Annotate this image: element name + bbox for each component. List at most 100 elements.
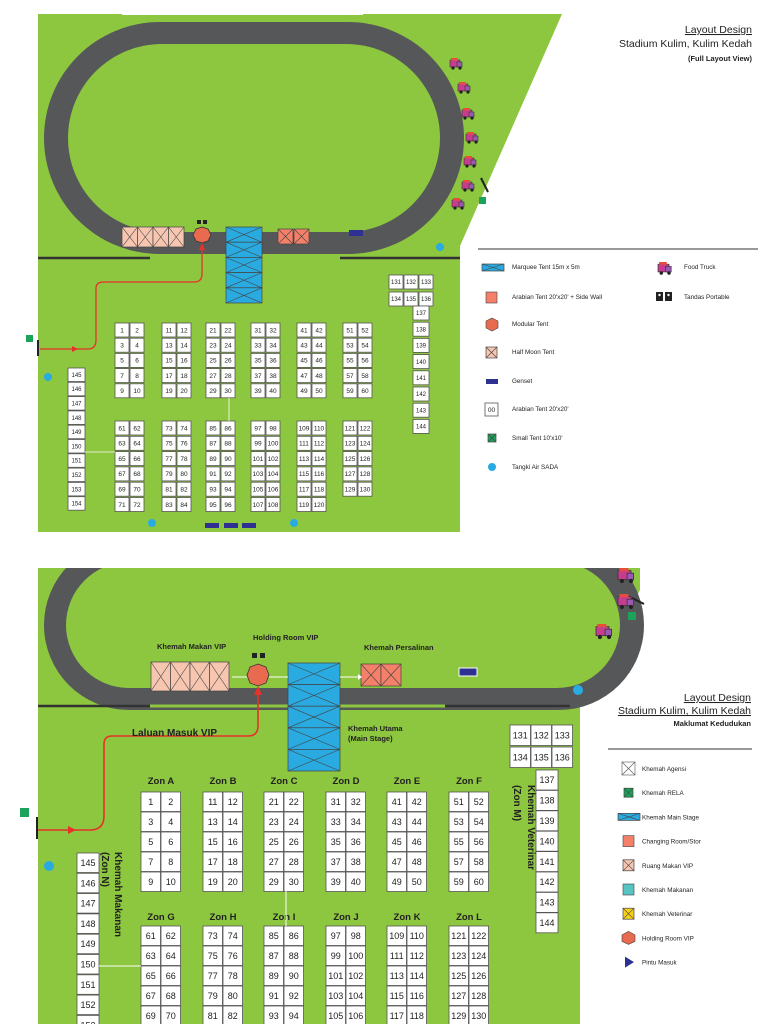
tent-16: 16 (222, 831, 243, 852)
tent-66: 66 (129, 451, 145, 467)
tent-10: 10 (129, 383, 145, 399)
tent-55: 55 (342, 352, 358, 368)
svg-text:140: 140 (416, 360, 427, 366)
tent-116: 116 (311, 466, 327, 482)
changing-room-tent (380, 663, 402, 687)
svg-text:57: 57 (454, 857, 464, 867)
tent-112: 112 (311, 435, 327, 451)
tent-24: 24 (220, 337, 236, 353)
svg-text:26: 26 (289, 837, 299, 847)
tent-14: 14 (222, 811, 243, 832)
tent-126: 126 (357, 451, 373, 467)
legend-label: Half Moon Tent (512, 349, 554, 356)
svg-text:31: 31 (254, 327, 262, 334)
tent-124: 124 (357, 435, 373, 451)
svg-text:27: 27 (209, 373, 217, 380)
tent-37: 37 (325, 851, 346, 872)
svg-text:149: 149 (71, 430, 82, 436)
tent-116: 116 (406, 985, 427, 1006)
food-truck-icon (463, 156, 477, 168)
tent-90: 90 (220, 451, 236, 467)
track-infield-top (68, 44, 440, 232)
tent-78: 78 (222, 965, 243, 986)
vip-route-bottom (38, 690, 259, 831)
label-main-stage-2: (Main Stage) (348, 734, 393, 743)
svg-text:99: 99 (331, 951, 341, 961)
holding-room-tent-bottom (246, 663, 270, 687)
svg-text:41: 41 (300, 327, 308, 334)
tent-121: 121 (448, 925, 469, 946)
svg-text:100: 100 (268, 441, 279, 448)
legend-label: Tangki Air SADA (512, 464, 559, 471)
entrance-icon (625, 956, 634, 968)
svg-text:109: 109 (299, 425, 310, 432)
svg-text:15: 15 (208, 837, 218, 847)
tent-28: 28 (283, 851, 304, 872)
top-title-1: Layout Design (685, 24, 752, 36)
svg-text:117: 117 (390, 1011, 404, 1021)
svg-text:146: 146 (71, 387, 82, 393)
tent-2: 2 (160, 791, 181, 812)
svg-text:120: 120 (314, 502, 325, 509)
tent-27: 27 (263, 851, 284, 872)
food-truck-icon (657, 262, 672, 275)
half-moon-tent (168, 226, 185, 248)
tent-50: 50 (311, 383, 327, 399)
toilet-icon-top (197, 220, 201, 224)
tent-130: 130 (468, 1005, 489, 1024)
tent-36: 36 (265, 352, 281, 368)
svg-text:132: 132 (406, 280, 417, 286)
tent-91: 91 (205, 466, 221, 482)
svg-text:133: 133 (555, 730, 570, 740)
tent-54: 54 (468, 811, 489, 832)
tent-36: 36 (345, 831, 366, 852)
svg-text:153: 153 (80, 1020, 95, 1024)
svg-text:69: 69 (118, 487, 126, 494)
tent-106: 106 (345, 1005, 366, 1024)
svg-text:116: 116 (314, 471, 325, 478)
tent-41: 41 (296, 322, 312, 338)
svg-text:111: 111 (299, 441, 309, 448)
tent-13: 13 (202, 811, 223, 832)
svg-text:13: 13 (208, 817, 218, 827)
svg-text:46: 46 (412, 837, 422, 847)
modular-tent-icon (485, 317, 499, 332)
tent-92: 92 (220, 466, 236, 482)
svg-text:71: 71 (118, 502, 126, 509)
tent-71: 71 (114, 497, 130, 512)
tent-106: 106 (265, 481, 281, 497)
svg-text:90: 90 (289, 971, 299, 981)
svg-text:84: 84 (180, 502, 188, 509)
svg-text:80: 80 (180, 471, 188, 478)
tent-68: 68 (129, 466, 145, 482)
svg-text:39: 39 (254, 388, 262, 395)
svg-text:28: 28 (224, 373, 232, 380)
svg-text:118: 118 (314, 487, 325, 494)
tent-154: 154 (67, 496, 86, 511)
svg-text:148: 148 (80, 919, 95, 929)
tent-146: 146 (76, 872, 100, 894)
tent-53: 53 (342, 337, 358, 353)
svg-text:154: 154 (71, 502, 82, 508)
svg-text:9: 9 (120, 388, 124, 395)
tent-47: 47 (386, 851, 407, 872)
tent-58: 58 (468, 851, 489, 872)
tent-136: 136 (551, 746, 573, 768)
svg-text:136: 136 (421, 297, 432, 303)
svg-text:28: 28 (289, 857, 299, 867)
tent-82: 82 (176, 481, 192, 497)
tent-33: 33 (250, 337, 266, 353)
svg-text:129: 129 (451, 1011, 466, 1021)
tent-17: 17 (161, 368, 177, 384)
svg-text:79: 79 (208, 991, 218, 1001)
tent-102: 102 (265, 451, 281, 467)
food-truck-icon (457, 82, 471, 94)
tent-28: 28 (220, 368, 236, 384)
tent-61: 61 (140, 925, 161, 946)
svg-text:47: 47 (300, 373, 308, 380)
svg-text:76: 76 (228, 951, 238, 961)
tent-14: 14 (176, 337, 192, 353)
tent-125: 125 (342, 451, 358, 467)
tent-87: 87 (205, 435, 221, 451)
tent-111: 111 (386, 945, 407, 966)
